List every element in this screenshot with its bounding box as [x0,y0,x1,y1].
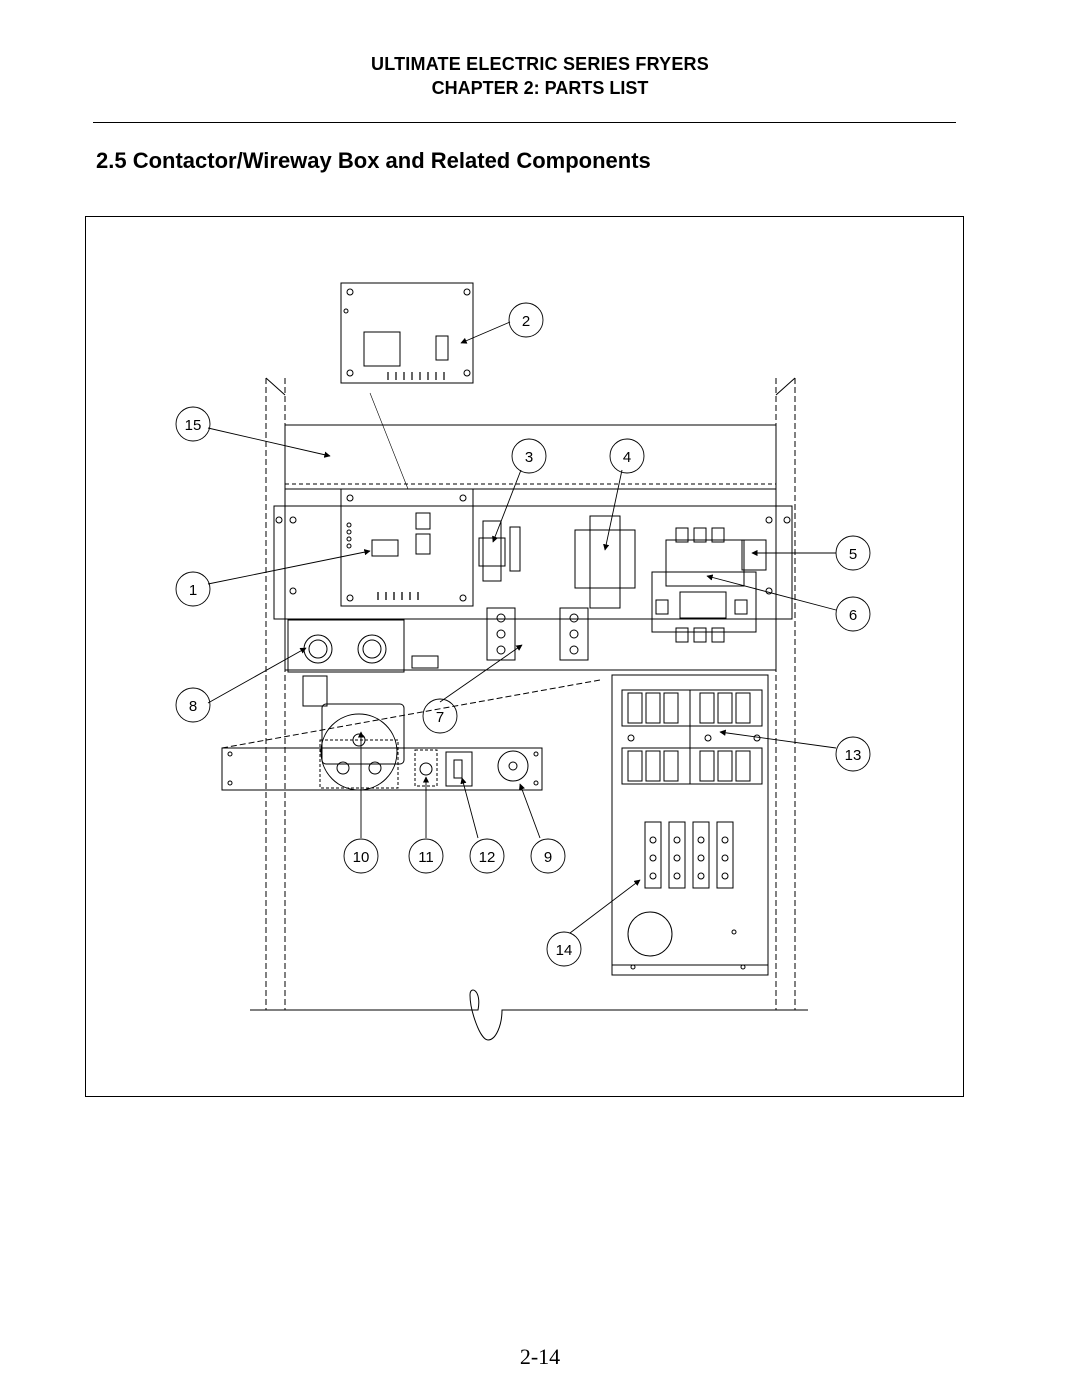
diagram-frame [85,216,964,1097]
callout-15: 15 [185,417,202,434]
interface-board [340,488,474,607]
callout-4: 4 [623,449,631,466]
callout-11: 11 [418,849,434,866]
callout-12: 12 [479,849,496,866]
callout-10: 10 [353,849,370,866]
receptacle-plate [287,619,405,673]
callout-8: 8 [189,698,197,715]
cabinet-sides [265,378,796,1010]
callout-2: 2 [522,313,530,330]
transformer-large [574,515,636,609]
toggle-switch [445,751,473,787]
document-header-title: ULTIMATE ELECTRIC SERIES FRYERS [371,54,709,74]
callout-6: 6 [849,607,857,624]
page-number: 2-14 [519,1344,561,1369]
callout-5: 5 [849,546,857,563]
section-title: 2.5 Contactor/Wireway Box and Related Co… [96,148,651,173]
callout-3: 3 [525,449,533,466]
fuse-panel [611,674,769,976]
transformer-small [478,520,521,582]
controller-board-exploded [340,282,474,384]
callout-leaders [207,321,837,934]
callout-13: 13 [845,747,862,764]
power-terminal-block [644,821,734,889]
header-rule [93,122,956,123]
meter [320,713,398,791]
document-header-chapter: CHAPTER 2: PARTS LIST [431,78,649,98]
buzzer [497,750,529,782]
callout-1: 1 [189,582,197,599]
callout-7: 7 [436,709,444,726]
control-strip [221,747,543,791]
cabinet-top-slants [265,377,796,396]
callout-9: 9 [544,849,552,866]
callout-circles [175,302,871,967]
callout-14: 14 [556,942,573,959]
indicator-light [419,762,433,776]
contactor-assembly [651,527,767,643]
terminal-blocks [486,607,589,661]
component-panel [273,505,793,620]
